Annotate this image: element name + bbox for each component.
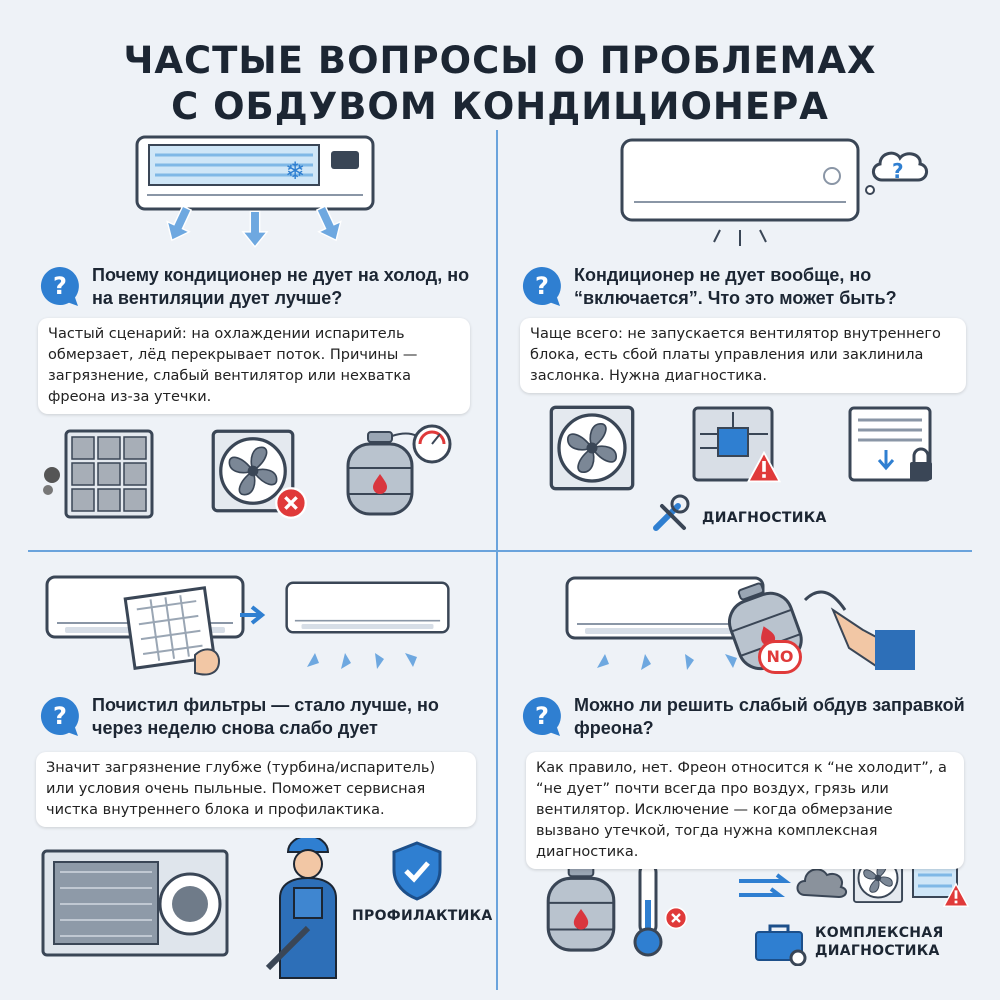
faq-answer-3: Значит загрязнение глубже (турбина/испар… <box>36 752 476 827</box>
svg-text:❄: ❄ <box>285 157 305 185</box>
page-title: ЧАСТЫЕ ВОПРОСЫ О ПРОБЛЕМАХ С ОБДУВОМ КОН… <box>123 39 877 128</box>
tools-icon <box>648 492 692 536</box>
faq-question-2: Кондиционер не дует вообще, но “включает… <box>520 264 970 310</box>
fan-icon <box>548 404 636 492</box>
error-x-icon <box>274 486 308 520</box>
faq-question-4: Можно ли решить слабый обдув заправкой ф… <box>520 694 970 740</box>
horizontal-divider <box>28 550 972 552</box>
louver-lock-icon <box>846 404 938 494</box>
no-badge: NO <box>758 640 802 674</box>
question-bubble-icon <box>520 694 564 738</box>
freon-refill-no-icon <box>565 570 915 680</box>
prevention-label: ПРОФИЛАКТИКА <box>352 908 493 924</box>
control-board-warning-icon <box>690 404 790 494</box>
faq-answer-2: Чаще всего: не запускается вентилятор вн… <box>520 318 966 393</box>
fan-error-icon <box>210 428 310 523</box>
complex-diagnostics-label: КОМПЛЕКСНАЯ ДИАГНОСТИКА <box>815 925 944 959</box>
toolbox-icon <box>752 918 808 966</box>
vertical-divider <box>496 130 498 990</box>
question-bubble-icon <box>520 264 564 308</box>
warning-icon <box>943 883 969 907</box>
frozen-ac-icon: ❄ <box>135 135 375 255</box>
dirty-evaporator-icon <box>40 848 230 958</box>
warning-icon <box>747 451 781 483</box>
question-bubble-icon <box>38 264 82 308</box>
dirty-filter-icon <box>40 425 160 520</box>
diagnostics-label: ДИАГНОСТИКА <box>702 510 827 526</box>
faq-answer-1: Частый сценарий: на охлаждении испарител… <box>38 318 470 414</box>
freon-cylinder-gauge-icon <box>340 420 455 520</box>
shield-check-icon <box>390 840 444 902</box>
faq-question-3: Почистил фильтры — стало лучше, но через… <box>38 694 488 740</box>
faq-question-1: Почему кондиционер не дует на холод, но … <box>38 264 488 310</box>
question-bubble-icon <box>38 694 82 738</box>
dust-icon <box>795 855 851 905</box>
ac-unit-question-icon: ? <box>620 138 950 253</box>
filter-cleaning-icon <box>45 575 455 685</box>
thermometer-icon <box>630 860 690 960</box>
freon-cylinder-icon <box>540 858 622 958</box>
technician-icon <box>258 838 358 988</box>
svg-text:?: ? <box>892 159 904 183</box>
faq-answer-4: Как правило, нет. Фреон относится к “не … <box>526 752 964 869</box>
